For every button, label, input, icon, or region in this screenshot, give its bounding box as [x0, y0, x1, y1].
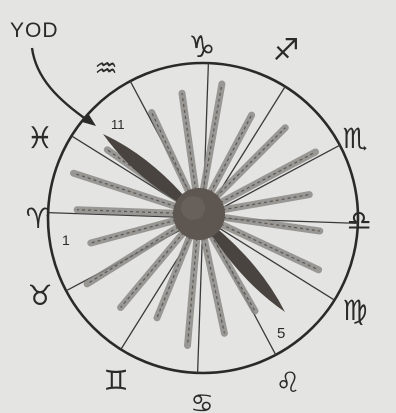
taurus-glyph-icon: ♉	[27, 279, 52, 312]
house-number-5: 5	[277, 325, 285, 342]
pisces-glyph-icon: ♓	[27, 121, 54, 156]
yod-pointer-arrowhead	[82, 113, 96, 126]
yod-pointer-line	[32, 48, 90, 122]
sagittarius-glyph-icon: ♐	[273, 33, 300, 68]
cancer-glyph-icon: ♋	[190, 389, 213, 413]
aquarius-glyph-icon: ♒	[94, 54, 117, 84]
libra-glyph-icon: ♎	[346, 204, 371, 237]
yod-label: YOD	[10, 19, 59, 42]
scorpio-glyph-icon: ♏	[342, 122, 367, 155]
leo-glyph-icon: ♌	[275, 366, 300, 399]
capricorn-glyph-icon: ♑	[189, 30, 216, 65]
central-hub-highlight	[181, 196, 205, 220]
house-number-11: 11	[111, 117, 125, 132]
house-number-1: 1	[62, 232, 70, 248]
aries-glyph-icon: ♈	[25, 202, 50, 235]
gemini-glyph-icon: ♊	[103, 364, 128, 397]
virgo-glyph-icon: ♍	[342, 294, 367, 327]
